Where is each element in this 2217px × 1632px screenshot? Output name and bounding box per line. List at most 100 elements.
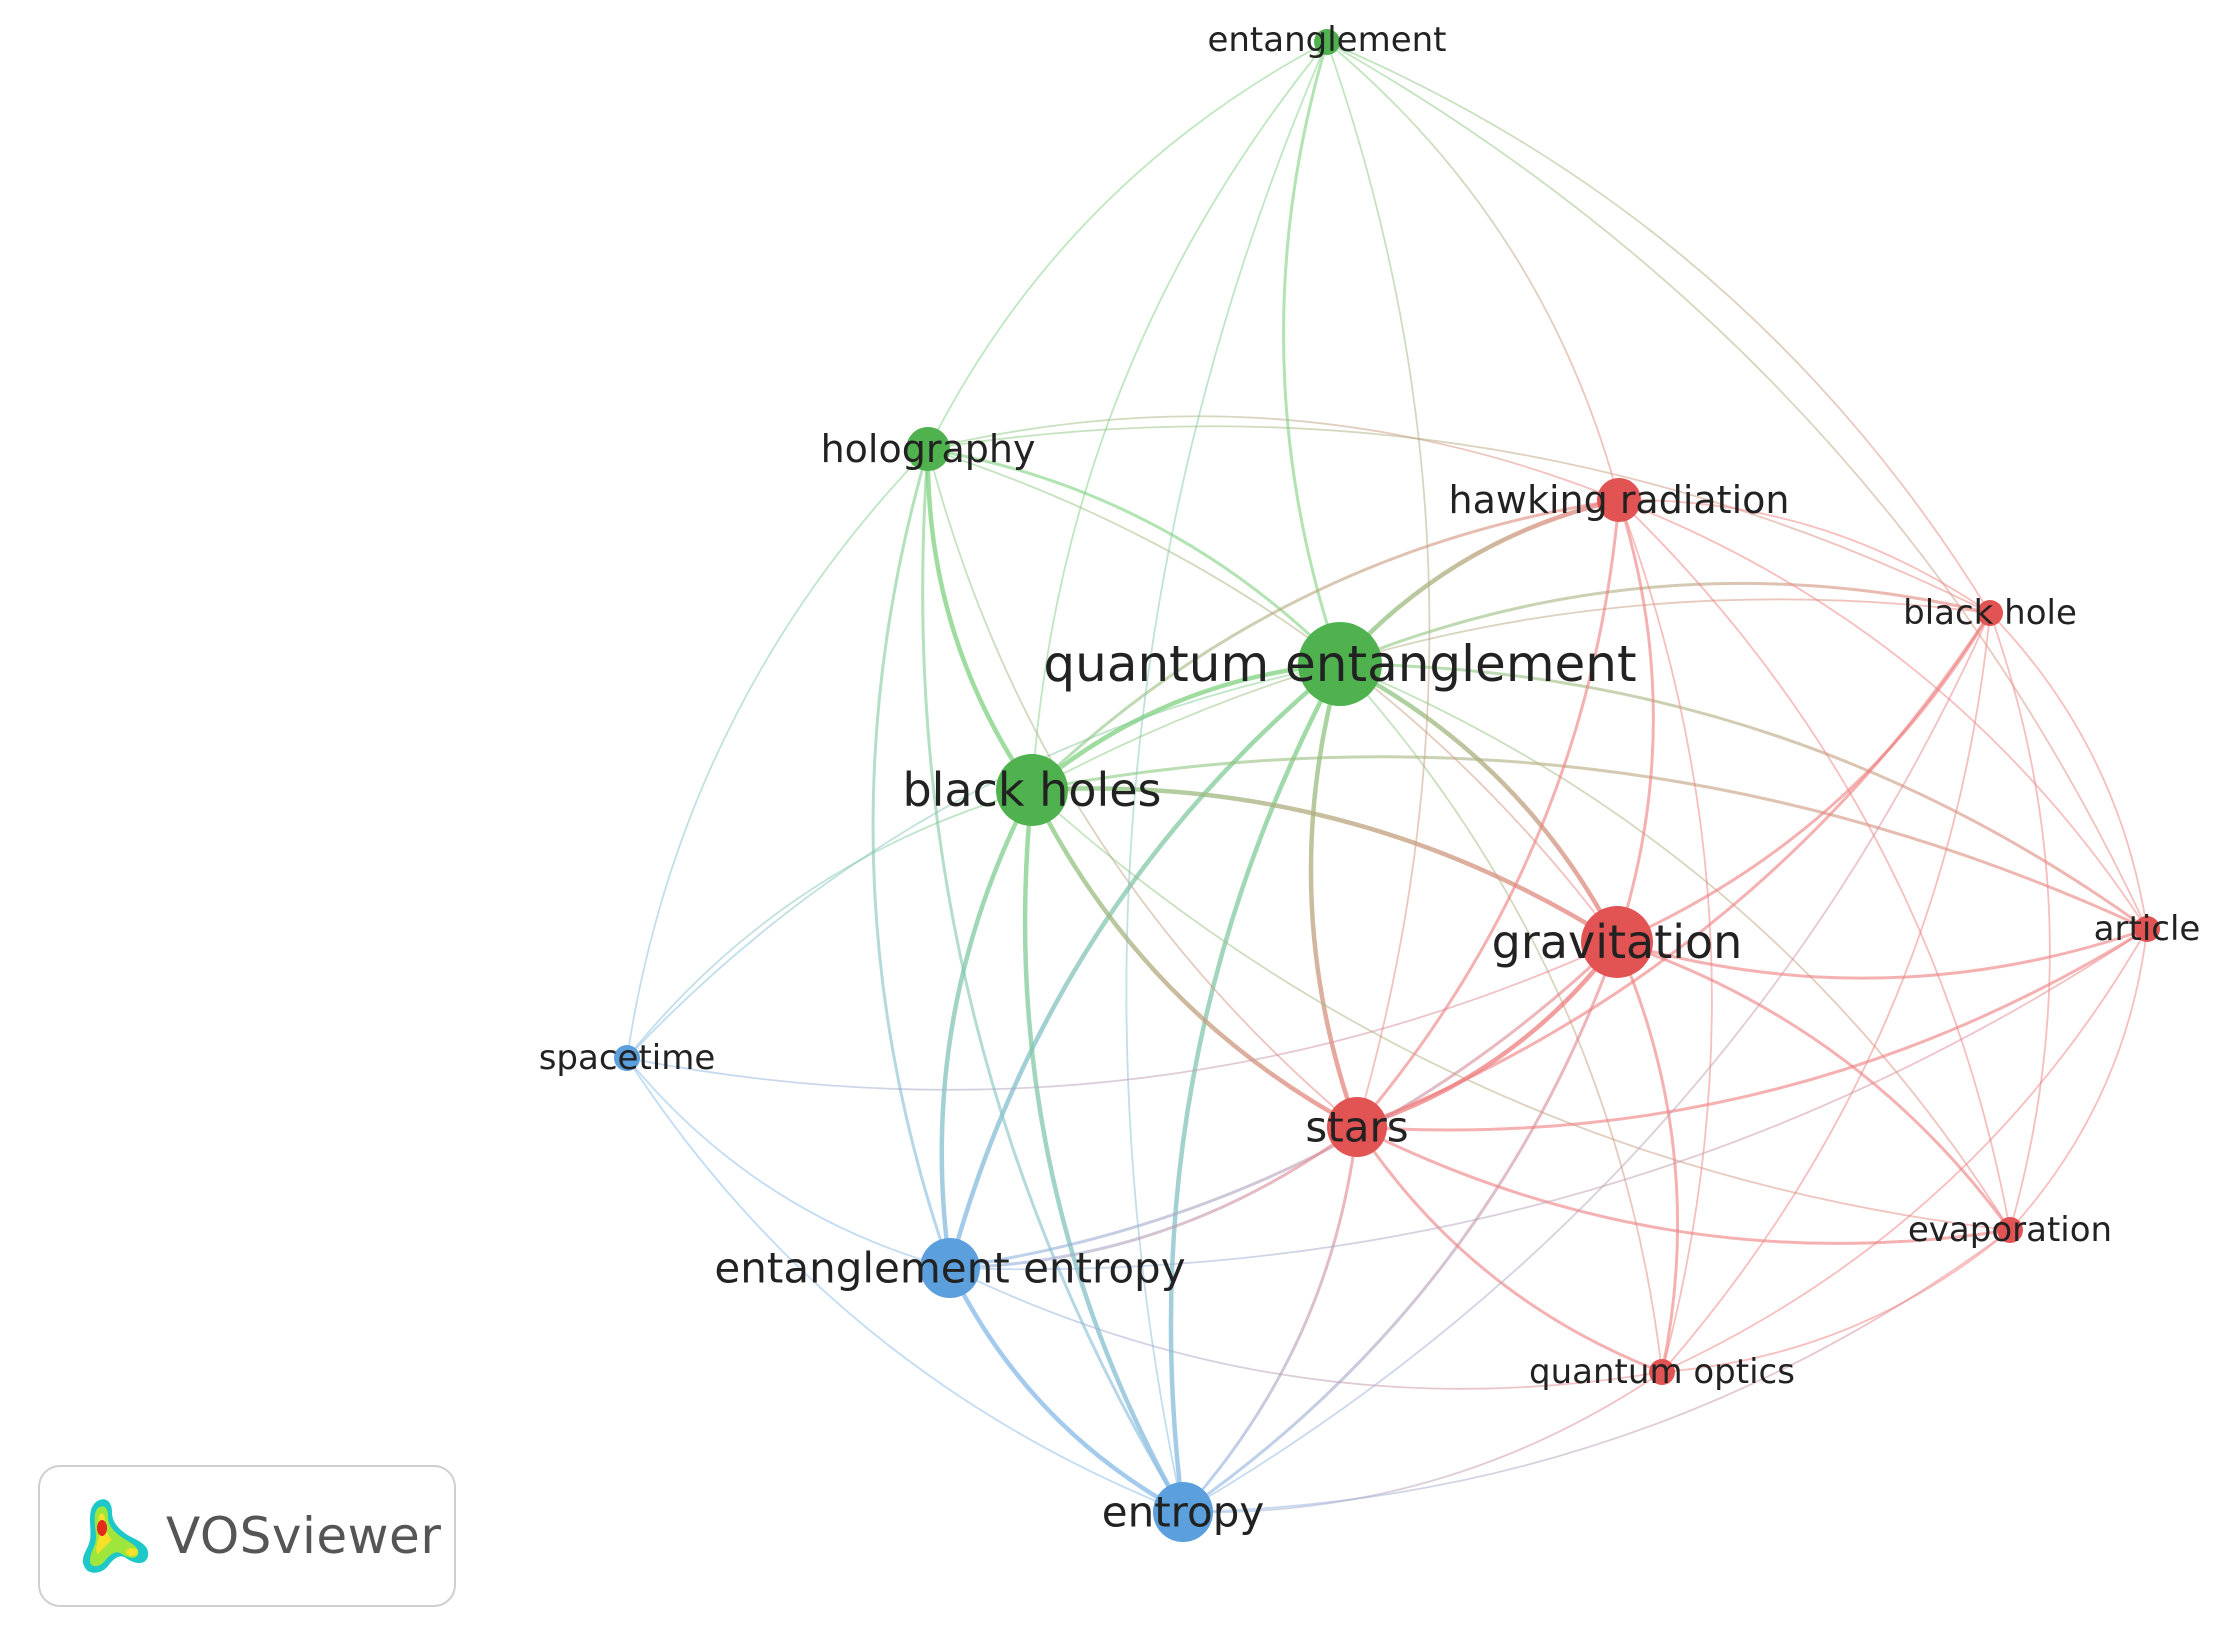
- edge-gravitation-article: [1616, 927, 2148, 980]
- edge-quantum-entanglement-entropy: [1168, 662, 1342, 1513]
- edge-quantum-entanglement-entanglement: [1282, 41, 1342, 665]
- edge-holography-spacetime: [626, 448, 929, 1059]
- labels-layer: entanglement holography quantum entangleme…: [539, 20, 2201, 1537]
- edge-stars-entropy: [1181, 1126, 1359, 1514]
- edge-entanglement-black-hole: [1326, 41, 1991, 614]
- edge-quantum-entanglement-stars: [1308, 663, 1360, 1128]
- label-article[interactable]: article: [2094, 909, 2201, 949]
- edge-hawking-radiation-quantum-optics: [1618, 499, 1713, 1373]
- node-hawking-radiation[interactable]: [1597, 478, 1641, 522]
- edge-stars-article: [1356, 927, 2148, 1132]
- label-stars[interactable]: stars: [1305, 1103, 1408, 1152]
- edge-gravitation-entropy: [1182, 941, 1619, 1514]
- edge-quantum-entanglement-spacetime: [626, 663, 1341, 1059]
- edge-entanglement-hawking-radiation: [1326, 41, 1620, 501]
- edge-quantum-entanglement-hawking-radiation: [1338, 497, 1620, 666]
- edge-article-quantum-optics: [1661, 928, 2148, 1373]
- edge-evaporation-entropy: [1182, 1229, 2011, 1513]
- node-holography[interactable]: [906, 427, 950, 471]
- edge-hawking-radiation-article: [1618, 499, 2148, 930]
- edge-spacetime-entropy: [626, 1057, 1184, 1513]
- vosviewer-brand-text: VOSviewer: [166, 1507, 442, 1565]
- vosviewer-logo-icon: [82, 1499, 149, 1573]
- node-entanglement-entropy[interactable]: [920, 1238, 980, 1298]
- edge-black-holes-article: [1031, 755, 2148, 931]
- edge-black-holes-evaporation: [1031, 789, 2011, 1231]
- edge-gravitation-evaporation: [1616, 940, 2012, 1231]
- edge-black-hole-evaporation: [1989, 612, 2051, 1231]
- label-entanglement-entropy[interactable]: entanglement entropy: [714, 1244, 1185, 1293]
- edge-article-entanglement-entropy: [949, 928, 2148, 1271]
- edge-black-hole-article: [1989, 612, 2148, 930]
- edge-quantum-optics-entanglement-entropy: [949, 1267, 1663, 1390]
- edge-stars-quantum-optics: [1355, 1126, 1663, 1374]
- edge-stars-entanglement-entropy: [949, 1125, 1358, 1270]
- label-quantum-entanglement[interactable]: quantum entanglement: [1043, 635, 1636, 693]
- edge-quantum-entanglement-article: [1339, 662, 2148, 931]
- edge-holography-entanglement: [927, 41, 1328, 450]
- edge-spacetime-entanglement-entropy: [626, 1057, 951, 1269]
- edge-stars-evaporation: [1356, 1125, 2011, 1245]
- node-black-hole[interactable]: [1977, 600, 2003, 626]
- node-quantum-optics[interactable]: [1649, 1359, 1675, 1385]
- edge-quantum-entanglement-holography: [927, 447, 1342, 666]
- node-spacetime[interactable]: [614, 1045, 640, 1071]
- edge-stars-hawking-radiation: [1355, 499, 1621, 1128]
- edge-holography-black-hole: [927, 425, 1991, 614]
- edge-black-hole-entropy: [1182, 612, 1991, 1513]
- label-spacetime[interactable]: spacetime: [539, 1038, 716, 1078]
- edge-quantum-entanglement-black-holes: [1030, 661, 1341, 792]
- edge-gravitation-black-hole: [1616, 612, 1992, 944]
- node-entanglement[interactable]: [1314, 29, 1340, 55]
- edge-stars-black-hole: [1356, 612, 1992, 1129]
- node-black-holes[interactable]: [996, 754, 1068, 826]
- edge-holography-entanglement-entropy: [871, 448, 952, 1269]
- edge-quantum-entanglement-evaporation: [1339, 663, 2011, 1231]
- node-entropy[interactable]: [1153, 1482, 1213, 1542]
- label-black-holes[interactable]: black holes: [902, 763, 1161, 817]
- edge-quantum-optics-entropy: [1182, 1371, 1663, 1514]
- edge-entanglement-article: [1326, 41, 2148, 930]
- edge-quantum-entanglement-entanglement-entropy: [947, 662, 1342, 1269]
- edge-holography-hawking-radiation: [927, 415, 1620, 501]
- edge-black-holes-holography: [925, 448, 1034, 792]
- edge-quantum-entanglement-gravitation: [1338, 662, 1620, 944]
- edge-holography-entropy: [921, 448, 1185, 1513]
- edge-hawking-radiation-evaporation: [1618, 499, 2011, 1231]
- node-article[interactable]: [2134, 916, 2160, 942]
- label-hawking-radiation[interactable]: hawking radiation: [1449, 478, 1790, 522]
- node-quantum-entanglement[interactable]: [1298, 622, 1382, 706]
- label-black-hole[interactable]: black hole: [1903, 593, 2077, 633]
- edge-evaporation-quantum-optics: [1661, 1229, 2011, 1373]
- edge-black-holes-black-hole: [1031, 598, 1991, 791]
- edge-black-holes-entropy: [1022, 789, 1185, 1514]
- edge-entanglement-entropy: [1125, 41, 1328, 1513]
- vosviewer-badge: VOSviewer: [38, 1465, 456, 1607]
- node-stars[interactable]: [1327, 1097, 1387, 1157]
- edge-black-holes-entanglement-entropy: [939, 788, 1034, 1269]
- edge-hawking-radiation-black-hole: [1618, 499, 1991, 614]
- node-gravitation[interactable]: [1581, 906, 1653, 978]
- edge-entanglement-entropy-entropy: [947, 1267, 1185, 1514]
- edge-black-holes-spacetime: [626, 789, 1033, 1059]
- label-gravitation[interactable]: gravitation: [1492, 915, 1743, 969]
- edge-holography-stars: [927, 448, 1358, 1128]
- edge-gravitation-entanglement-entropy: [949, 940, 1619, 1270]
- label-entropy[interactable]: entropy: [1102, 1488, 1264, 1537]
- edge-gravitation-quantum-optics: [1615, 941, 1680, 1373]
- label-quantum-optics[interactable]: quantum optics: [1529, 1352, 1795, 1392]
- edge-gravitation-stars: [1356, 940, 1619, 1130]
- nodes-layer: [614, 29, 2160, 1542]
- edge-black-holes-hawking-radiation: [1030, 498, 1620, 792]
- edges-layer: [626, 41, 2148, 1514]
- edge-black-holes-stars: [1029, 789, 1359, 1129]
- label-holography[interactable]: holography: [821, 427, 1036, 471]
- node-evaporation[interactable]: [1997, 1217, 2023, 1243]
- edge-gravitation-spacetime: [626, 941, 1618, 1091]
- edge-black-hole-quantum-optics: [1661, 612, 1991, 1373]
- label-evaporation[interactable]: evaporation: [1908, 1210, 2112, 1250]
- edge-article-evaporation: [2009, 928, 2148, 1231]
- edge-holography-gravitation: [927, 448, 1618, 943]
- label-entanglement[interactable]: entanglement: [1207, 20, 1446, 60]
